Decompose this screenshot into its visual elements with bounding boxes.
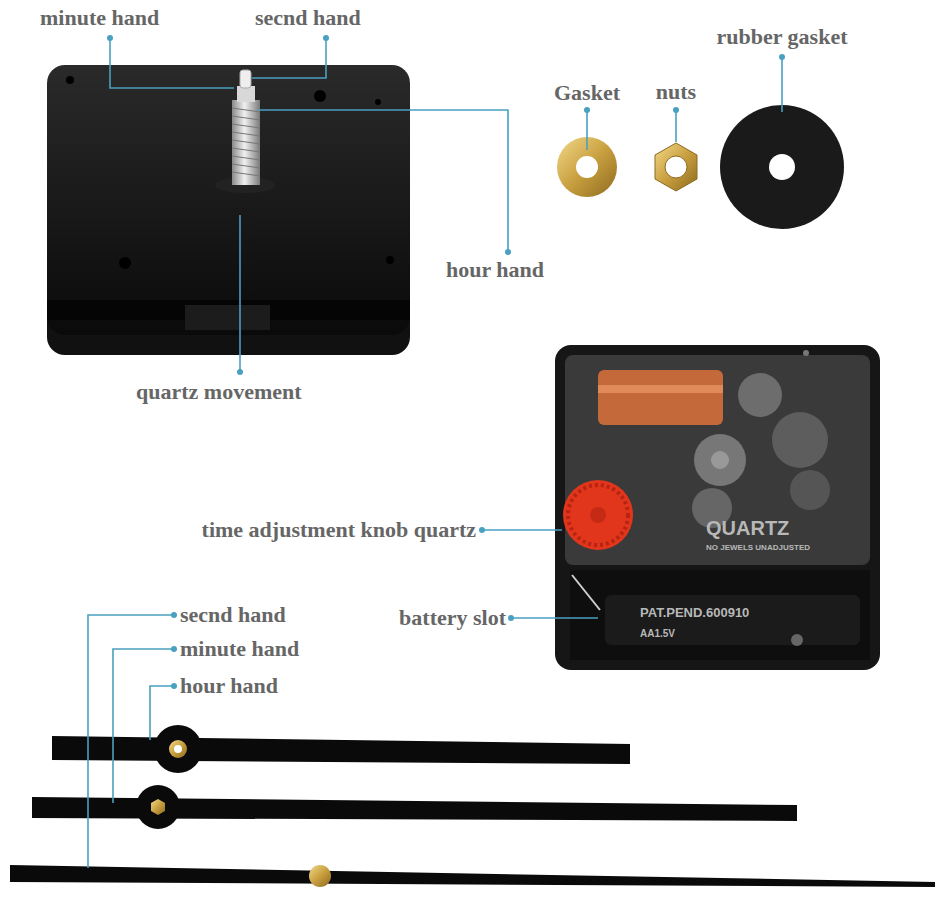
clock-hands: [10, 725, 935, 887]
imprint-text: NO JEWELS UNADJUSTED: [706, 544, 810, 552]
time-adjustment-knob: [563, 480, 633, 550]
part-label: Gasket: [554, 82, 620, 104]
leader-lines: [88, 40, 782, 868]
part-label: time adjustment knob quartz: [202, 519, 476, 541]
part-label: rubber gasket: [717, 26, 848, 48]
part-label: secnd hand: [180, 604, 286, 626]
imprint-text: PAT.PEND.600910: [640, 606, 749, 619]
imprint-text: QUARTZ: [706, 518, 789, 538]
part-label: hour hand: [446, 259, 544, 281]
part-label: hour hand: [180, 675, 278, 697]
back-movement: [555, 345, 880, 670]
part-label: minute hand: [180, 638, 299, 660]
part-label: nuts: [656, 81, 696, 103]
part-label: minute hand: [40, 7, 159, 29]
imprint-text: AA1.5V: [640, 629, 675, 639]
leader-dots: [107, 35, 785, 689]
part-label: secnd hand: [255, 7, 361, 29]
small-parts: [557, 105, 844, 229]
front-movement: [47, 65, 410, 355]
part-label: battery slot: [399, 607, 506, 629]
part-label: quartz movement: [136, 381, 302, 403]
